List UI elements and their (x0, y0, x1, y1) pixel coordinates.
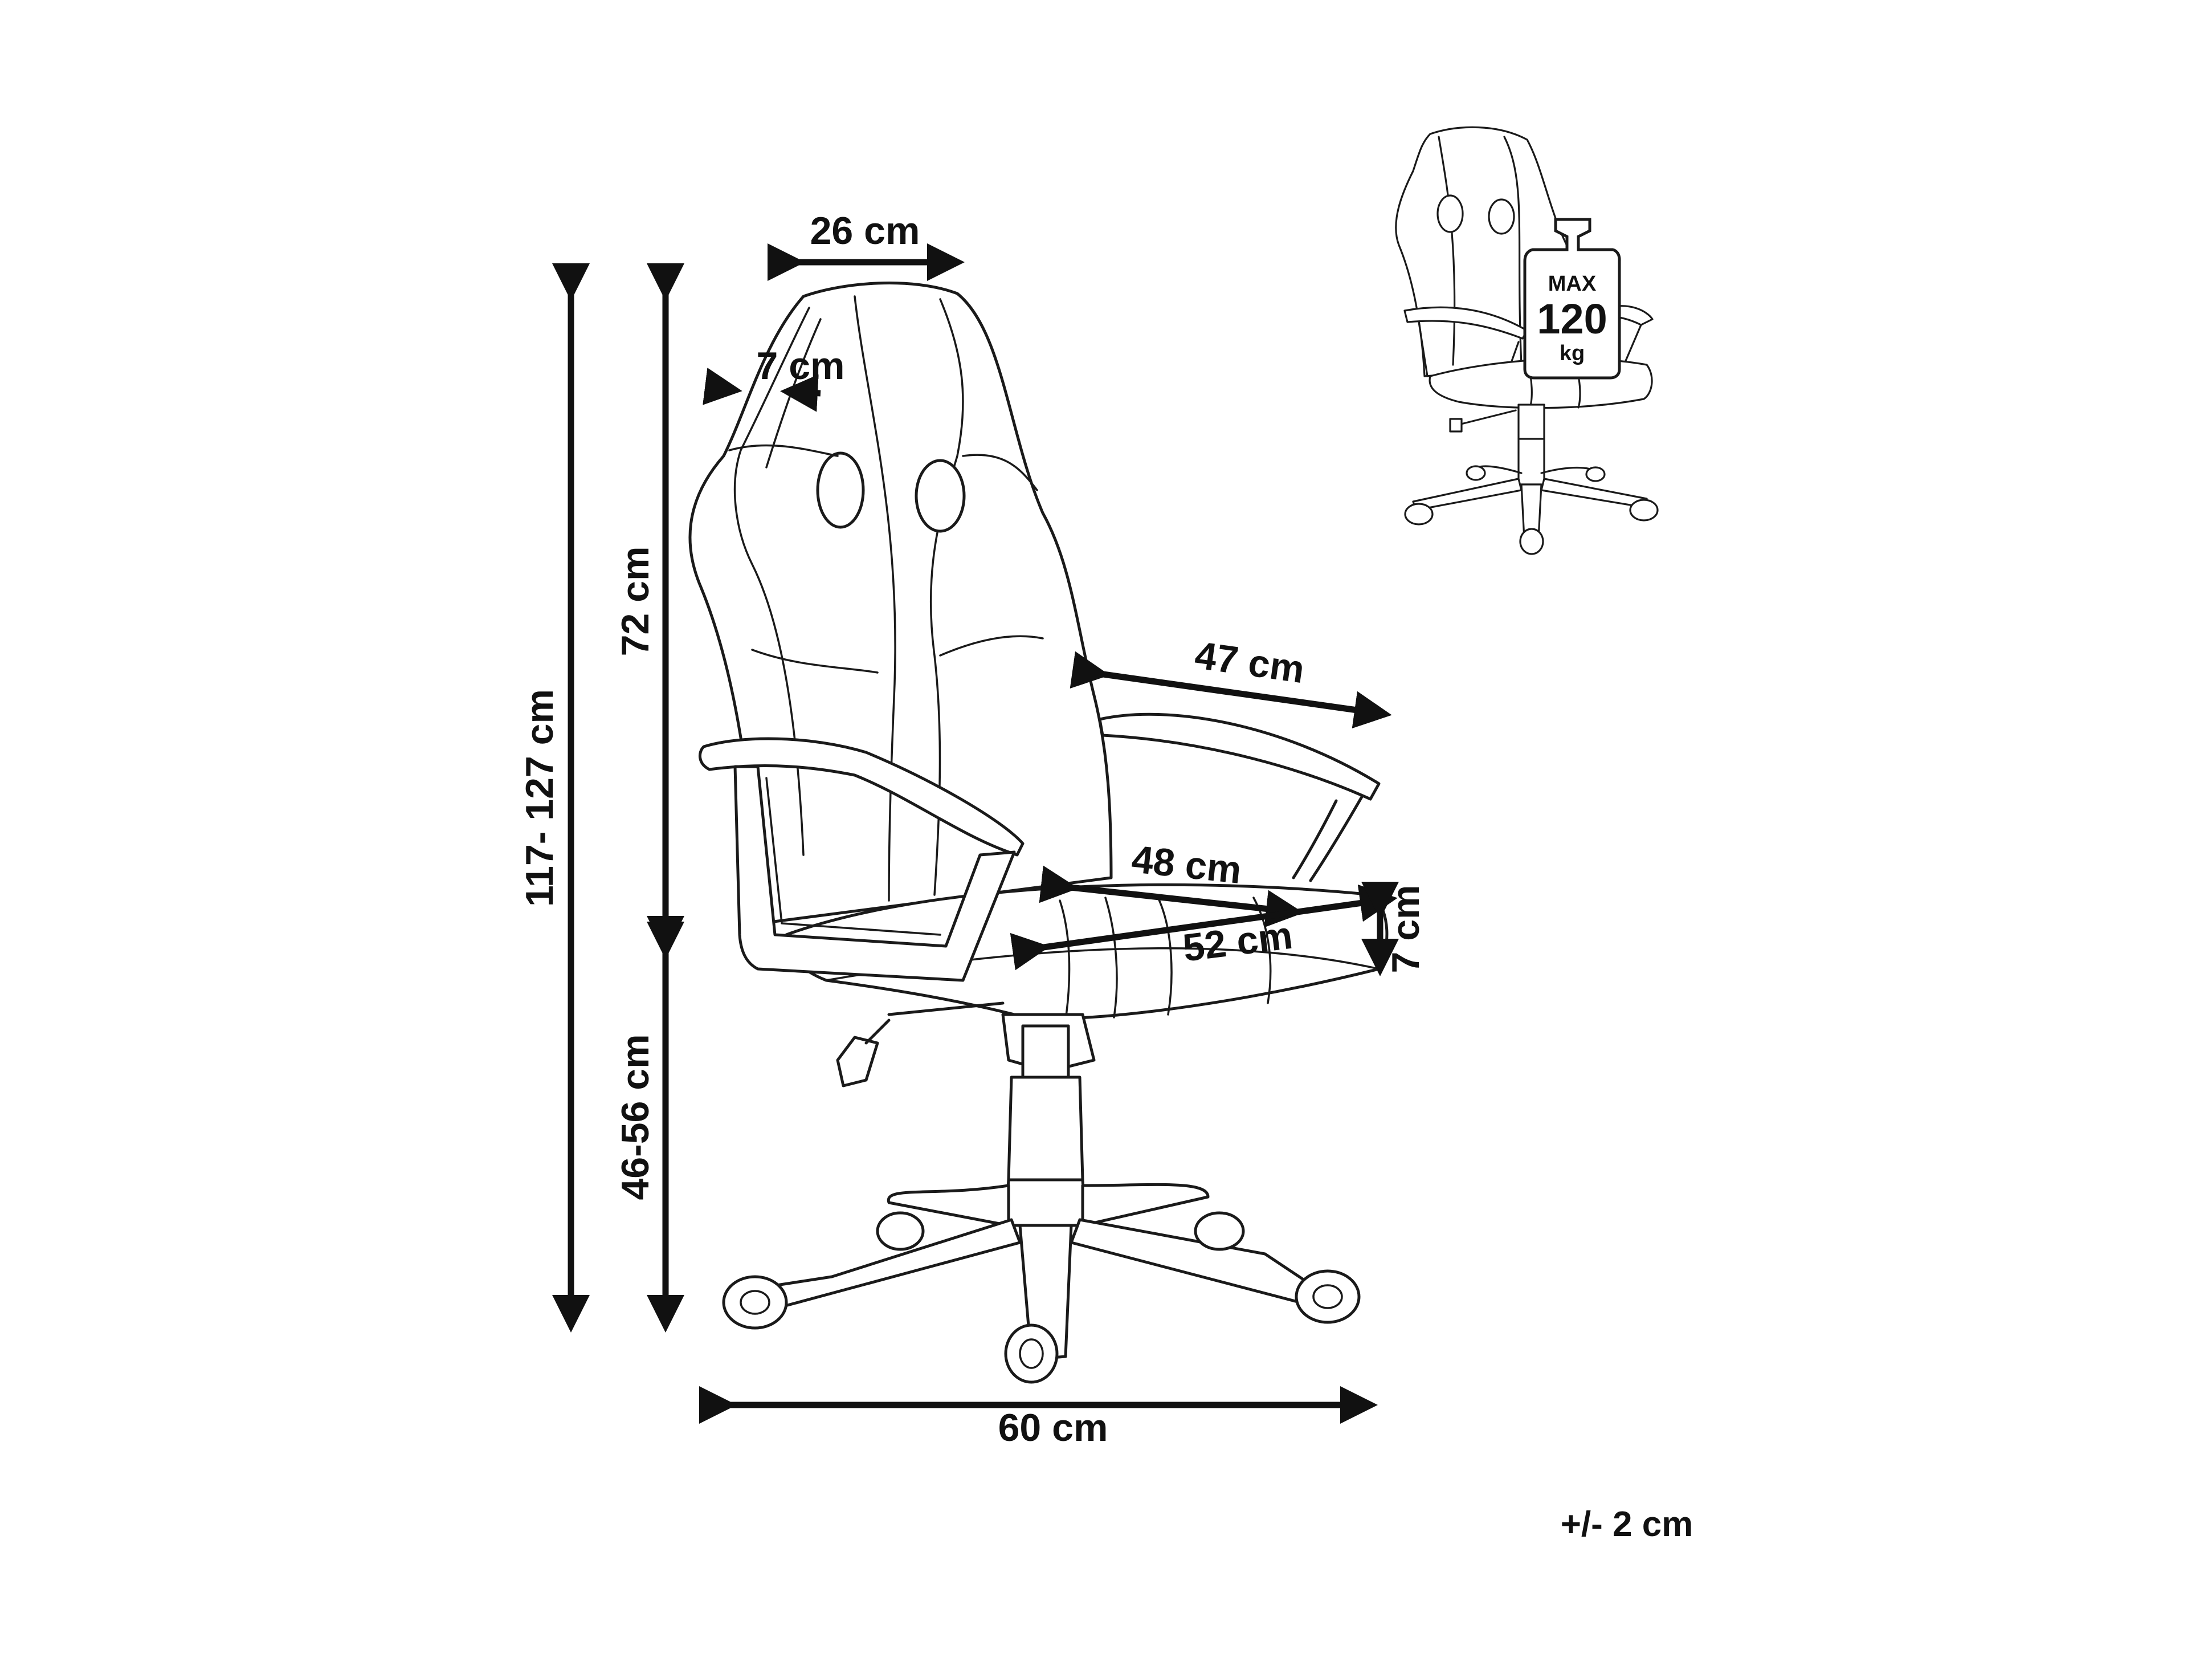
label-seat-thickness: 7 cm (1384, 885, 1427, 973)
label-headrest-depth: 7 cm (757, 344, 845, 388)
label-seat-height: 46-56 cm (614, 1034, 657, 1200)
caster-right (1295, 1269, 1361, 1324)
label-base-width: 60 cm (998, 1406, 1108, 1449)
max-load-weight-icon: MAX 120 kg (1523, 218, 1621, 380)
near-armrest (698, 737, 1025, 982)
label-backrest-top-width: 26 cm (810, 209, 920, 252)
dimension-arrows (552, 243, 1399, 1424)
arrow-seat-width (1010, 884, 1398, 971)
max-load-unit: kg (1560, 341, 1585, 365)
label-armrest-depth: 47 cm (1192, 633, 1307, 691)
caster-left (722, 1275, 788, 1330)
max-load-label: MAX (1548, 272, 1597, 296)
star-base (722, 1178, 1361, 1384)
arrow-headrest-depth-right (780, 374, 821, 412)
caster-back-left (876, 1211, 925, 1251)
arrow-armrest-depth (1070, 651, 1392, 729)
label-tolerance: +/- 2 cm (1561, 1505, 1693, 1544)
caster-front (1004, 1323, 1059, 1384)
arrow-headrest-depth-left (703, 368, 742, 405)
max-load-value: 120 (1537, 295, 1607, 343)
dimension-labels: 26 cm 7 cm 117- 127 cm 72 cm 46-56 cm 47… (518, 209, 1693, 1544)
label-backrest-height: 72 cm (614, 547, 657, 657)
label-total-height: 117- 127 cm (518, 689, 561, 907)
chair-main-illustration (688, 282, 1389, 1384)
thumbnail-chair-illustration: MAX 120 kg (1395, 126, 1659, 555)
caster-back-right (1194, 1211, 1245, 1251)
